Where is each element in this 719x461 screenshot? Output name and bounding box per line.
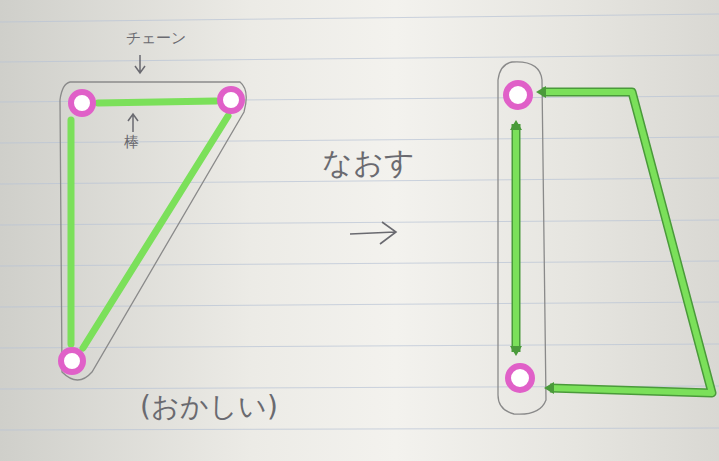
paper-lines <box>0 14 719 430</box>
bars-outline <box>516 92 712 393</box>
leader-arrows <box>128 55 145 132</box>
fix-arrow <box>350 222 396 244</box>
chain-outline <box>60 82 246 380</box>
bar-heads <box>510 86 554 394</box>
chain-label: チェーン <box>126 30 186 47</box>
bars <box>516 92 712 393</box>
bar-label: 棒 <box>124 134 139 151</box>
fix-label: なおす <box>322 146 415 179</box>
joints <box>61 89 242 372</box>
joints <box>506 83 532 390</box>
bars <box>71 101 228 348</box>
chain-outline <box>498 62 546 414</box>
wrong-label: (おかしい) <box>140 392 278 423</box>
